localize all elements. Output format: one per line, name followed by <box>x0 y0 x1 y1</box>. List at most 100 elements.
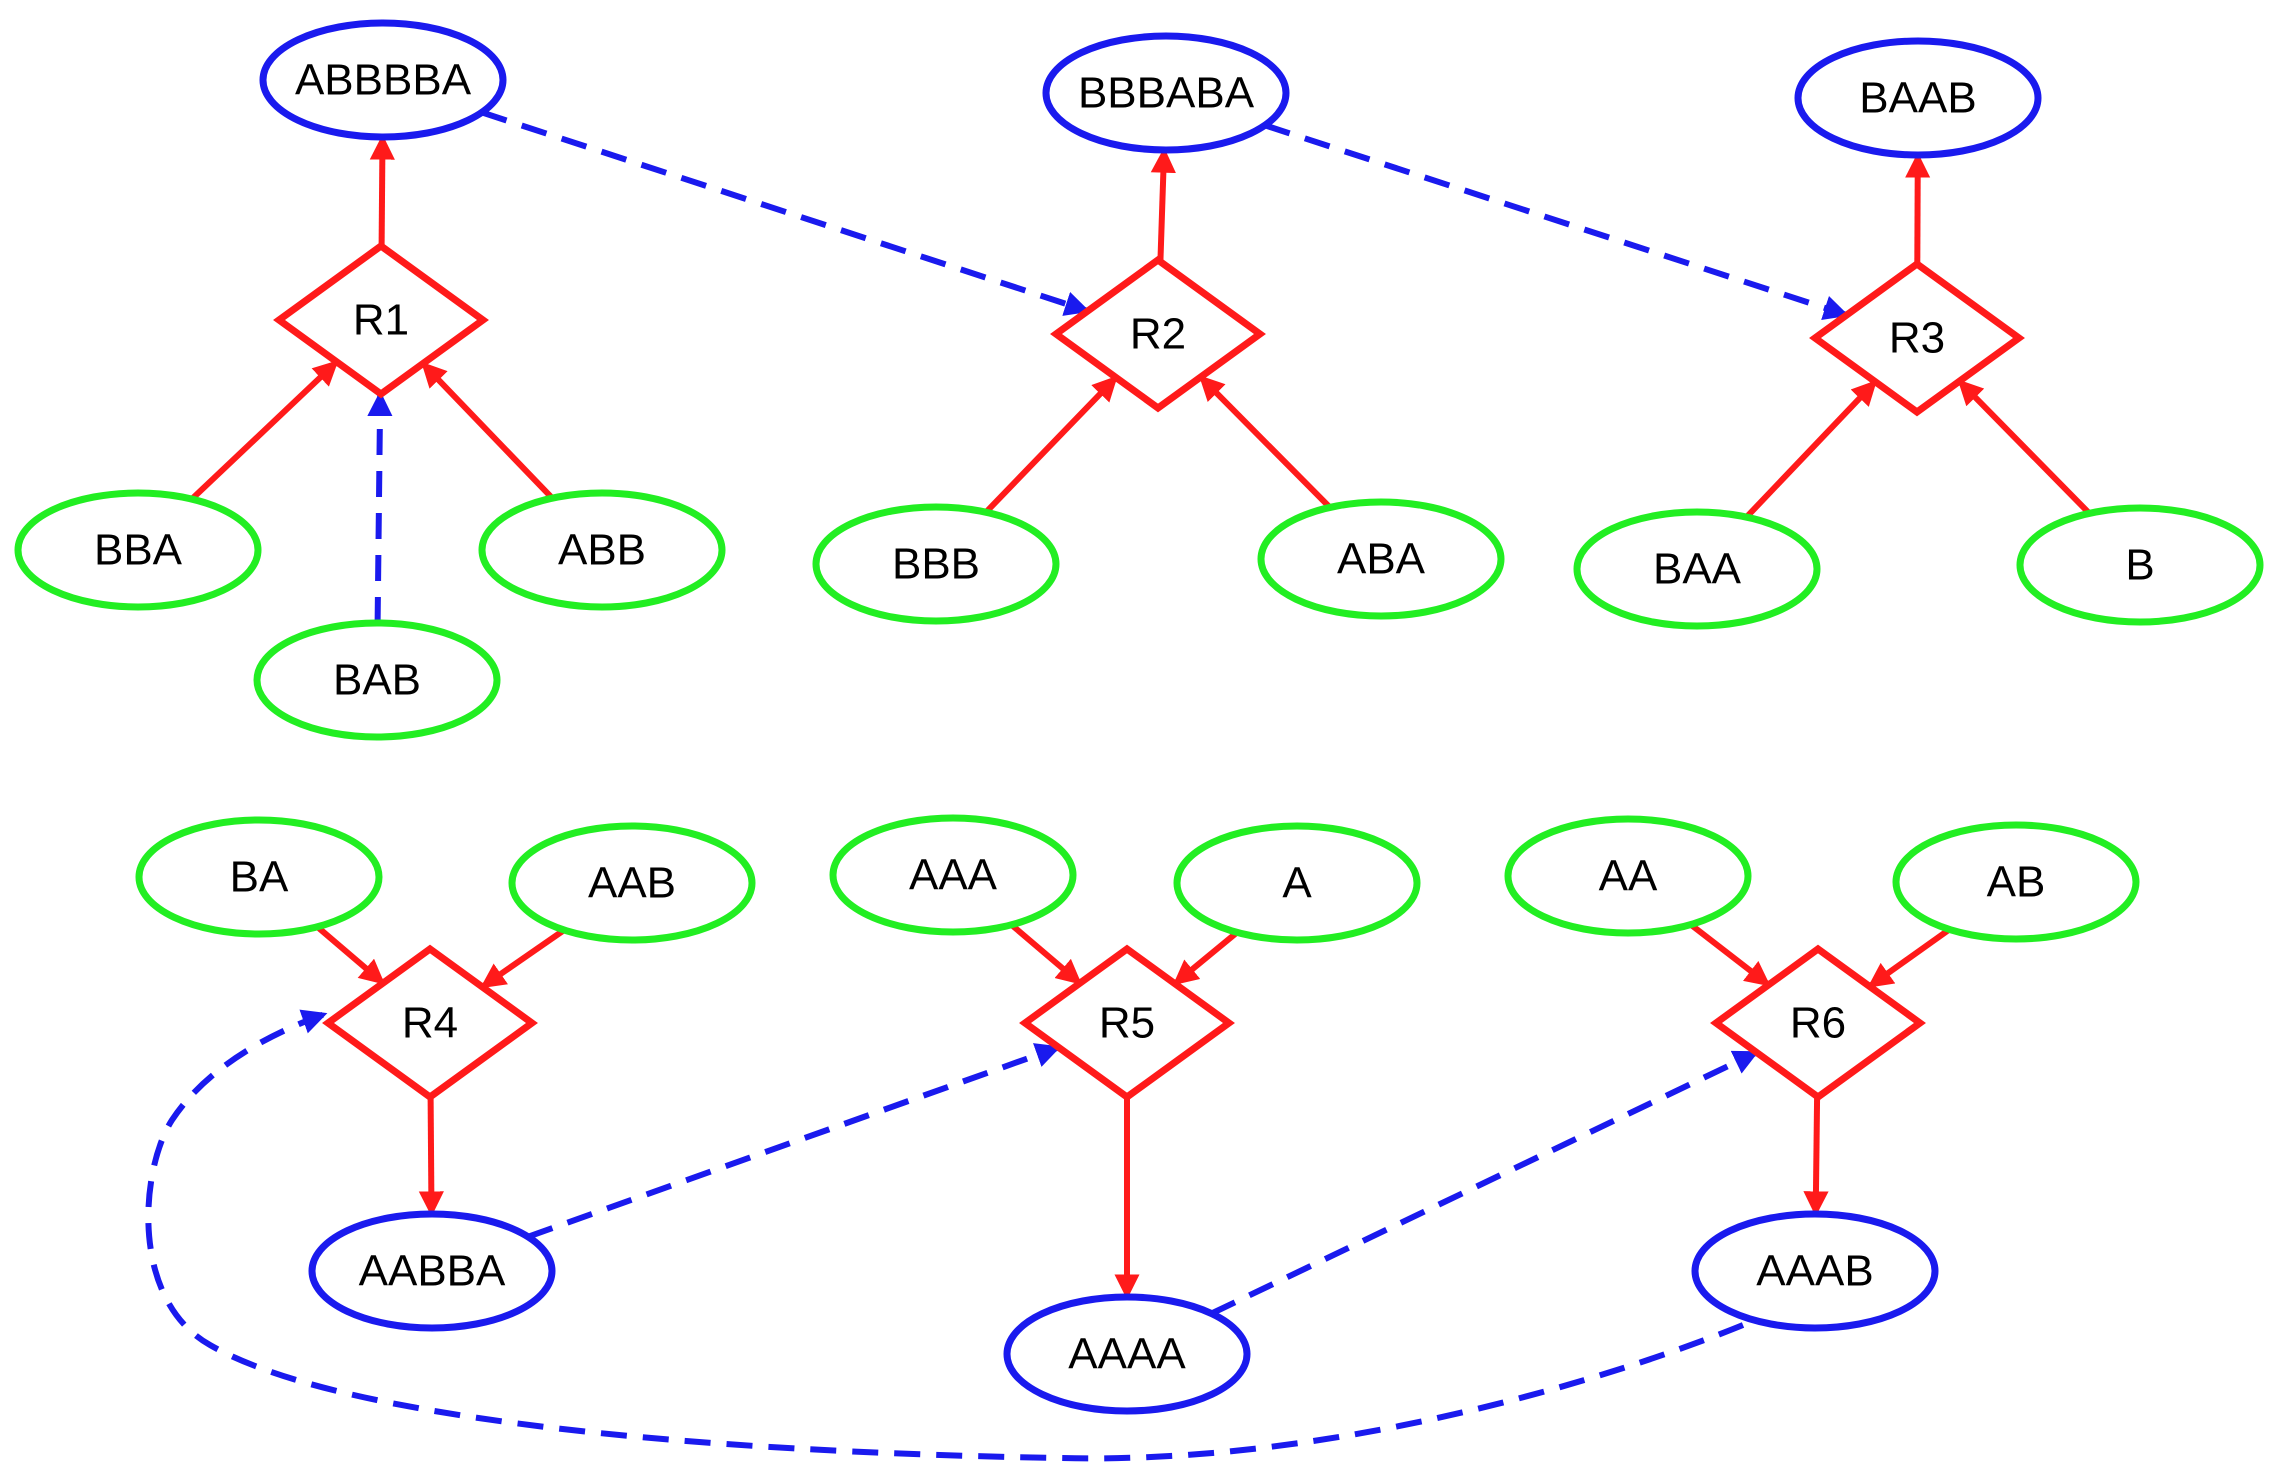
edge-aabba-to-r5 <box>526 1043 1061 1240</box>
node-ba: BA <box>135 816 383 938</box>
edge-r4-to-aabba <box>418 1096 444 1217</box>
node-abbbba: ABBBBA <box>259 19 507 141</box>
edge-aab-to-r4 <box>480 927 566 990</box>
edge-aba-to-r2 <box>1198 374 1333 510</box>
edge-ab-to-r6 <box>1867 926 1952 989</box>
node-abb: ABB <box>478 489 726 611</box>
edge-r3-to-baab <box>1905 152 1931 265</box>
edge-aaaa-to-r6 <box>1210 1049 1759 1317</box>
edge-bbbaba-to-r3 <box>1263 122 1849 320</box>
node-label: ABB <box>558 526 646 575</box>
reactant-ellipse <box>1573 508 1821 630</box>
reaction-diamond <box>322 944 538 1102</box>
node-label: AAAB <box>1756 1247 1873 1296</box>
reaction-diamond <box>1019 944 1235 1102</box>
node-a: A <box>1173 822 1421 944</box>
node-label: R1 <box>353 296 409 345</box>
node-aabba: AABBA <box>308 1210 556 1332</box>
node-r5: R5 <box>1019 944 1235 1102</box>
reaction-diamond <box>1710 944 1926 1102</box>
edge-aaa-to-r5 <box>1009 922 1082 986</box>
product-ellipse <box>1794 37 2042 159</box>
node-bbbaba: BBBABA <box>1042 32 1290 154</box>
node-label: BAA <box>1653 545 1742 594</box>
product-ellipse <box>259 19 507 141</box>
node-r4: R4 <box>322 944 538 1102</box>
node-aaaa: AAAA <box>1003 1293 1251 1415</box>
node-label: BA <box>230 853 289 902</box>
node-label: R4 <box>402 999 458 1048</box>
reactant-ellipse <box>135 816 383 938</box>
edge-abb-to-r1 <box>420 361 555 501</box>
node-label: BBB <box>892 540 980 589</box>
node-label: AAA <box>909 851 998 900</box>
node-r6: R6 <box>1710 944 1926 1102</box>
reactant-ellipse <box>2016 504 2264 626</box>
reaction-diamond <box>1050 255 1266 413</box>
reactant-ellipse <box>253 619 501 741</box>
reactant-ellipse <box>478 489 726 611</box>
node-label: AB <box>1987 858 2046 907</box>
node-label: R6 <box>1790 999 1846 1048</box>
node-ab: AB <box>1892 821 2140 943</box>
edges-layer <box>145 109 2092 1462</box>
node-label: R5 <box>1099 999 1155 1048</box>
node-aab: AAB <box>508 822 756 944</box>
node-b: B <box>2016 504 2264 626</box>
node-label: BBBABA <box>1078 69 1255 118</box>
reactant-ellipse <box>508 822 756 944</box>
reactant-ellipse <box>1504 815 1752 937</box>
node-aba: ABA <box>1257 498 1505 620</box>
node-r1: R1 <box>273 241 489 399</box>
product-ellipse <box>1003 1293 1251 1415</box>
product-ellipse <box>1042 32 1290 154</box>
product-ellipse <box>1691 1210 1939 1332</box>
node-label: ABA <box>1337 535 1426 584</box>
edge-a-to-r5 <box>1172 930 1239 987</box>
node-label: A <box>1282 859 1312 908</box>
node-label: ABBBBA <box>295 56 472 105</box>
reactant-ellipse <box>1892 821 2140 943</box>
node-label: R2 <box>1130 310 1186 359</box>
edge-abbbba-to-r2 <box>480 109 1091 316</box>
node-r3: R3 <box>1809 259 2025 417</box>
edge-b-to-r3 <box>1957 379 2092 516</box>
node-label: AAAA <box>1068 1330 1186 1379</box>
reaction-diamond <box>273 241 489 399</box>
edge-ba-to-r4 <box>315 924 386 986</box>
reactant-ellipse <box>829 814 1077 936</box>
reactant-ellipse <box>14 489 262 611</box>
node-label: R3 <box>1889 314 1945 363</box>
reactant-ellipse <box>812 503 1060 625</box>
node-baa: BAA <box>1573 508 1821 630</box>
node-label: BAAB <box>1859 74 1976 123</box>
node-bab: BAB <box>253 619 501 741</box>
edge-bbb-to-r2 <box>983 375 1119 515</box>
reaction-diamond <box>1809 259 2025 417</box>
node-label: B <box>2125 541 2154 590</box>
node-label: AA <box>1599 852 1658 901</box>
node-label: BBA <box>94 526 183 575</box>
edge-baa-to-r3 <box>1744 379 1878 520</box>
edge-aa-to-r6 <box>1688 922 1771 988</box>
edge-r1-to-abbbba <box>369 134 395 247</box>
edge-bba-to-r1 <box>189 359 339 502</box>
node-aaab: AAAB <box>1691 1210 1939 1332</box>
node-label: AAB <box>588 859 676 908</box>
node-aaa: AAA <box>829 814 1077 936</box>
node-bba: BBA <box>14 489 262 611</box>
edge-aaab-to-r4 <box>145 1009 1745 1462</box>
edge-r6-to-aaab <box>1803 1096 1829 1217</box>
node-r2: R2 <box>1050 255 1266 413</box>
edge-bab-to-r1 <box>367 390 393 624</box>
node-aa: AA <box>1504 815 1752 937</box>
product-ellipse <box>308 1210 556 1332</box>
node-baab: BAAB <box>1794 37 2042 159</box>
node-label: AABBA <box>359 1247 506 1296</box>
edge-r2-to-bbbaba <box>1150 147 1176 262</box>
node-label: BAB <box>333 656 421 705</box>
reactant-ellipse <box>1257 498 1505 620</box>
node-bbb: BBB <box>812 503 1060 625</box>
